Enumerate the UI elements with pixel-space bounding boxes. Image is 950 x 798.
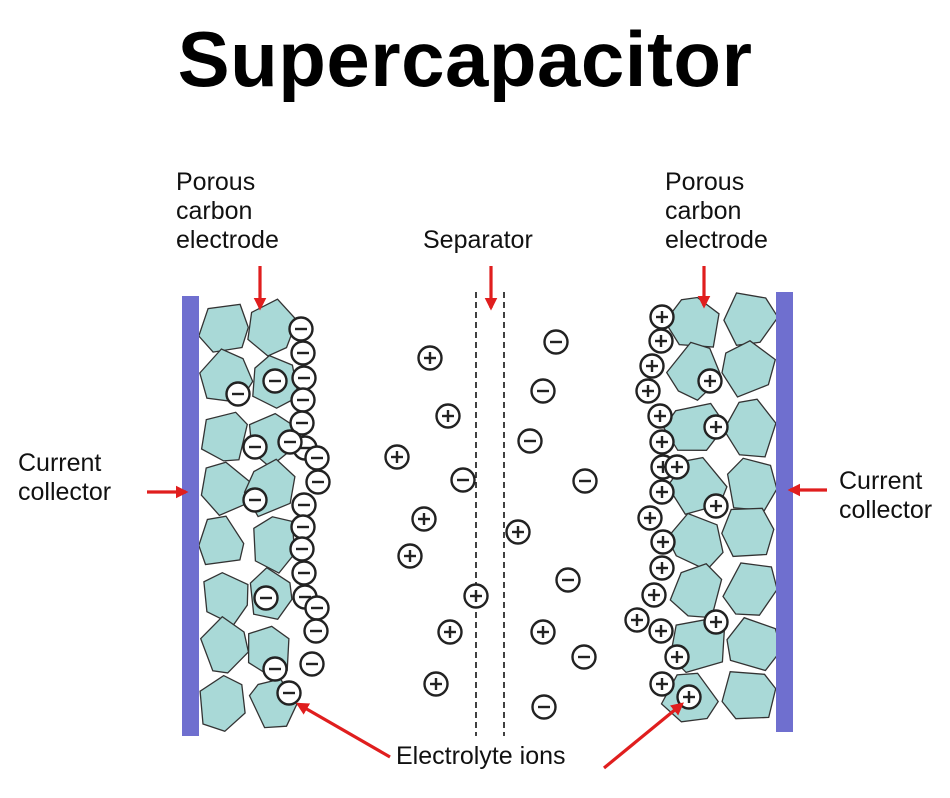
arrow-electrolyte-right [602,702,684,770]
negative-ion [225,381,251,407]
carbon-particle [198,303,249,353]
positive-ion [397,543,423,569]
negative-ion [253,585,279,611]
positive-ion [637,505,663,531]
label-line: electrode [665,226,768,254]
current-collector-left [182,296,199,736]
label-line: carbon [176,197,253,225]
carbon-particle [199,674,246,733]
negative-ion [290,387,316,413]
carbon-particle [253,516,296,574]
carbon-particle [721,507,775,558]
separator-label: Separator [423,226,533,254]
positive-ion [435,403,461,429]
negative-ion [290,340,316,366]
carbon-particle [200,411,249,462]
label-line: Current [18,449,102,477]
negative-ion [299,651,325,677]
positive-ion [423,671,449,697]
negative-ion [571,644,597,670]
negative-ion [289,536,315,562]
carbon-particle [247,298,298,357]
carbon-particle [721,340,777,398]
positive-ion [664,454,690,480]
carbon-particle [721,671,777,720]
current-collector-label-left: Current collector [18,449,111,507]
negative-ion [288,316,314,342]
positive-ion [664,644,690,670]
diagram-title: Supercapacitor [177,15,753,103]
negative-ion [242,487,268,513]
positive-ion [649,479,675,505]
negative-ion [291,560,317,586]
negative-ion [303,618,329,644]
positive-ion [703,414,729,440]
positive-ion [650,529,676,555]
carbon-particle [726,616,783,672]
label-line: Current [839,467,923,495]
porous-carbon-electrode-label-right: Porous carbon electrode [665,168,768,255]
arrow-electrolyte-left [295,702,391,759]
negative-ion [276,680,302,706]
positive-ion [411,506,437,532]
positive-ion [649,671,675,697]
carbon-particle [722,562,778,616]
positive-ion [530,619,556,645]
negative-ion [277,429,303,455]
positive-ion [505,519,531,545]
negative-ion [543,329,569,355]
carbon-particle [200,461,252,517]
positive-ion [463,583,489,609]
positive-ion [417,345,443,371]
positive-ion [703,493,729,519]
positive-ion [703,609,729,635]
negative-ion [242,434,268,460]
label-line: carbon [665,197,742,225]
carbon-particle [723,292,779,347]
negative-ion [262,656,288,682]
positive-ion [648,328,674,354]
positive-ion [635,378,661,404]
negative-ion [517,428,543,454]
label-line: collector [839,496,933,524]
negative-ion [304,595,330,621]
positive-ion [697,368,723,394]
carbon-particle [726,457,778,512]
negative-ion [450,467,476,493]
negative-ion [289,410,315,436]
positive-ion [649,429,675,455]
carbon-particle [199,615,250,674]
negative-ion [531,694,557,720]
positive-ion [624,607,650,633]
positive-ion [649,304,675,330]
negative-ion [291,365,317,391]
negative-ion [304,445,330,471]
carbon-particle [723,398,777,458]
negative-ion [290,514,316,540]
positive-ion [647,403,673,429]
label-line: Porous [176,168,256,196]
carbon-particle [203,571,249,626]
carbon-particle [198,515,245,566]
negative-ion [305,469,331,495]
positive-ion [384,444,410,470]
label-line: Porous [665,168,745,196]
positive-ion [649,555,675,581]
label-line: collector [18,478,112,506]
positive-ion [437,619,463,645]
negative-ion [572,468,598,494]
current-collector-label-right: Current collector [839,467,932,525]
positive-ion [639,353,665,379]
positive-ion [648,618,674,644]
negative-ion [291,492,317,518]
negative-ion [530,378,556,404]
positive-ion [641,582,667,608]
negative-ion [262,368,288,394]
label-line: electrode [176,226,279,254]
negative-ion [555,567,581,593]
current-collector-right [776,292,793,732]
porous-carbon-electrode-label-left: Porous carbon electrode [176,168,279,255]
electrolyte-ions-label: Electrolyte ions [396,742,566,770]
